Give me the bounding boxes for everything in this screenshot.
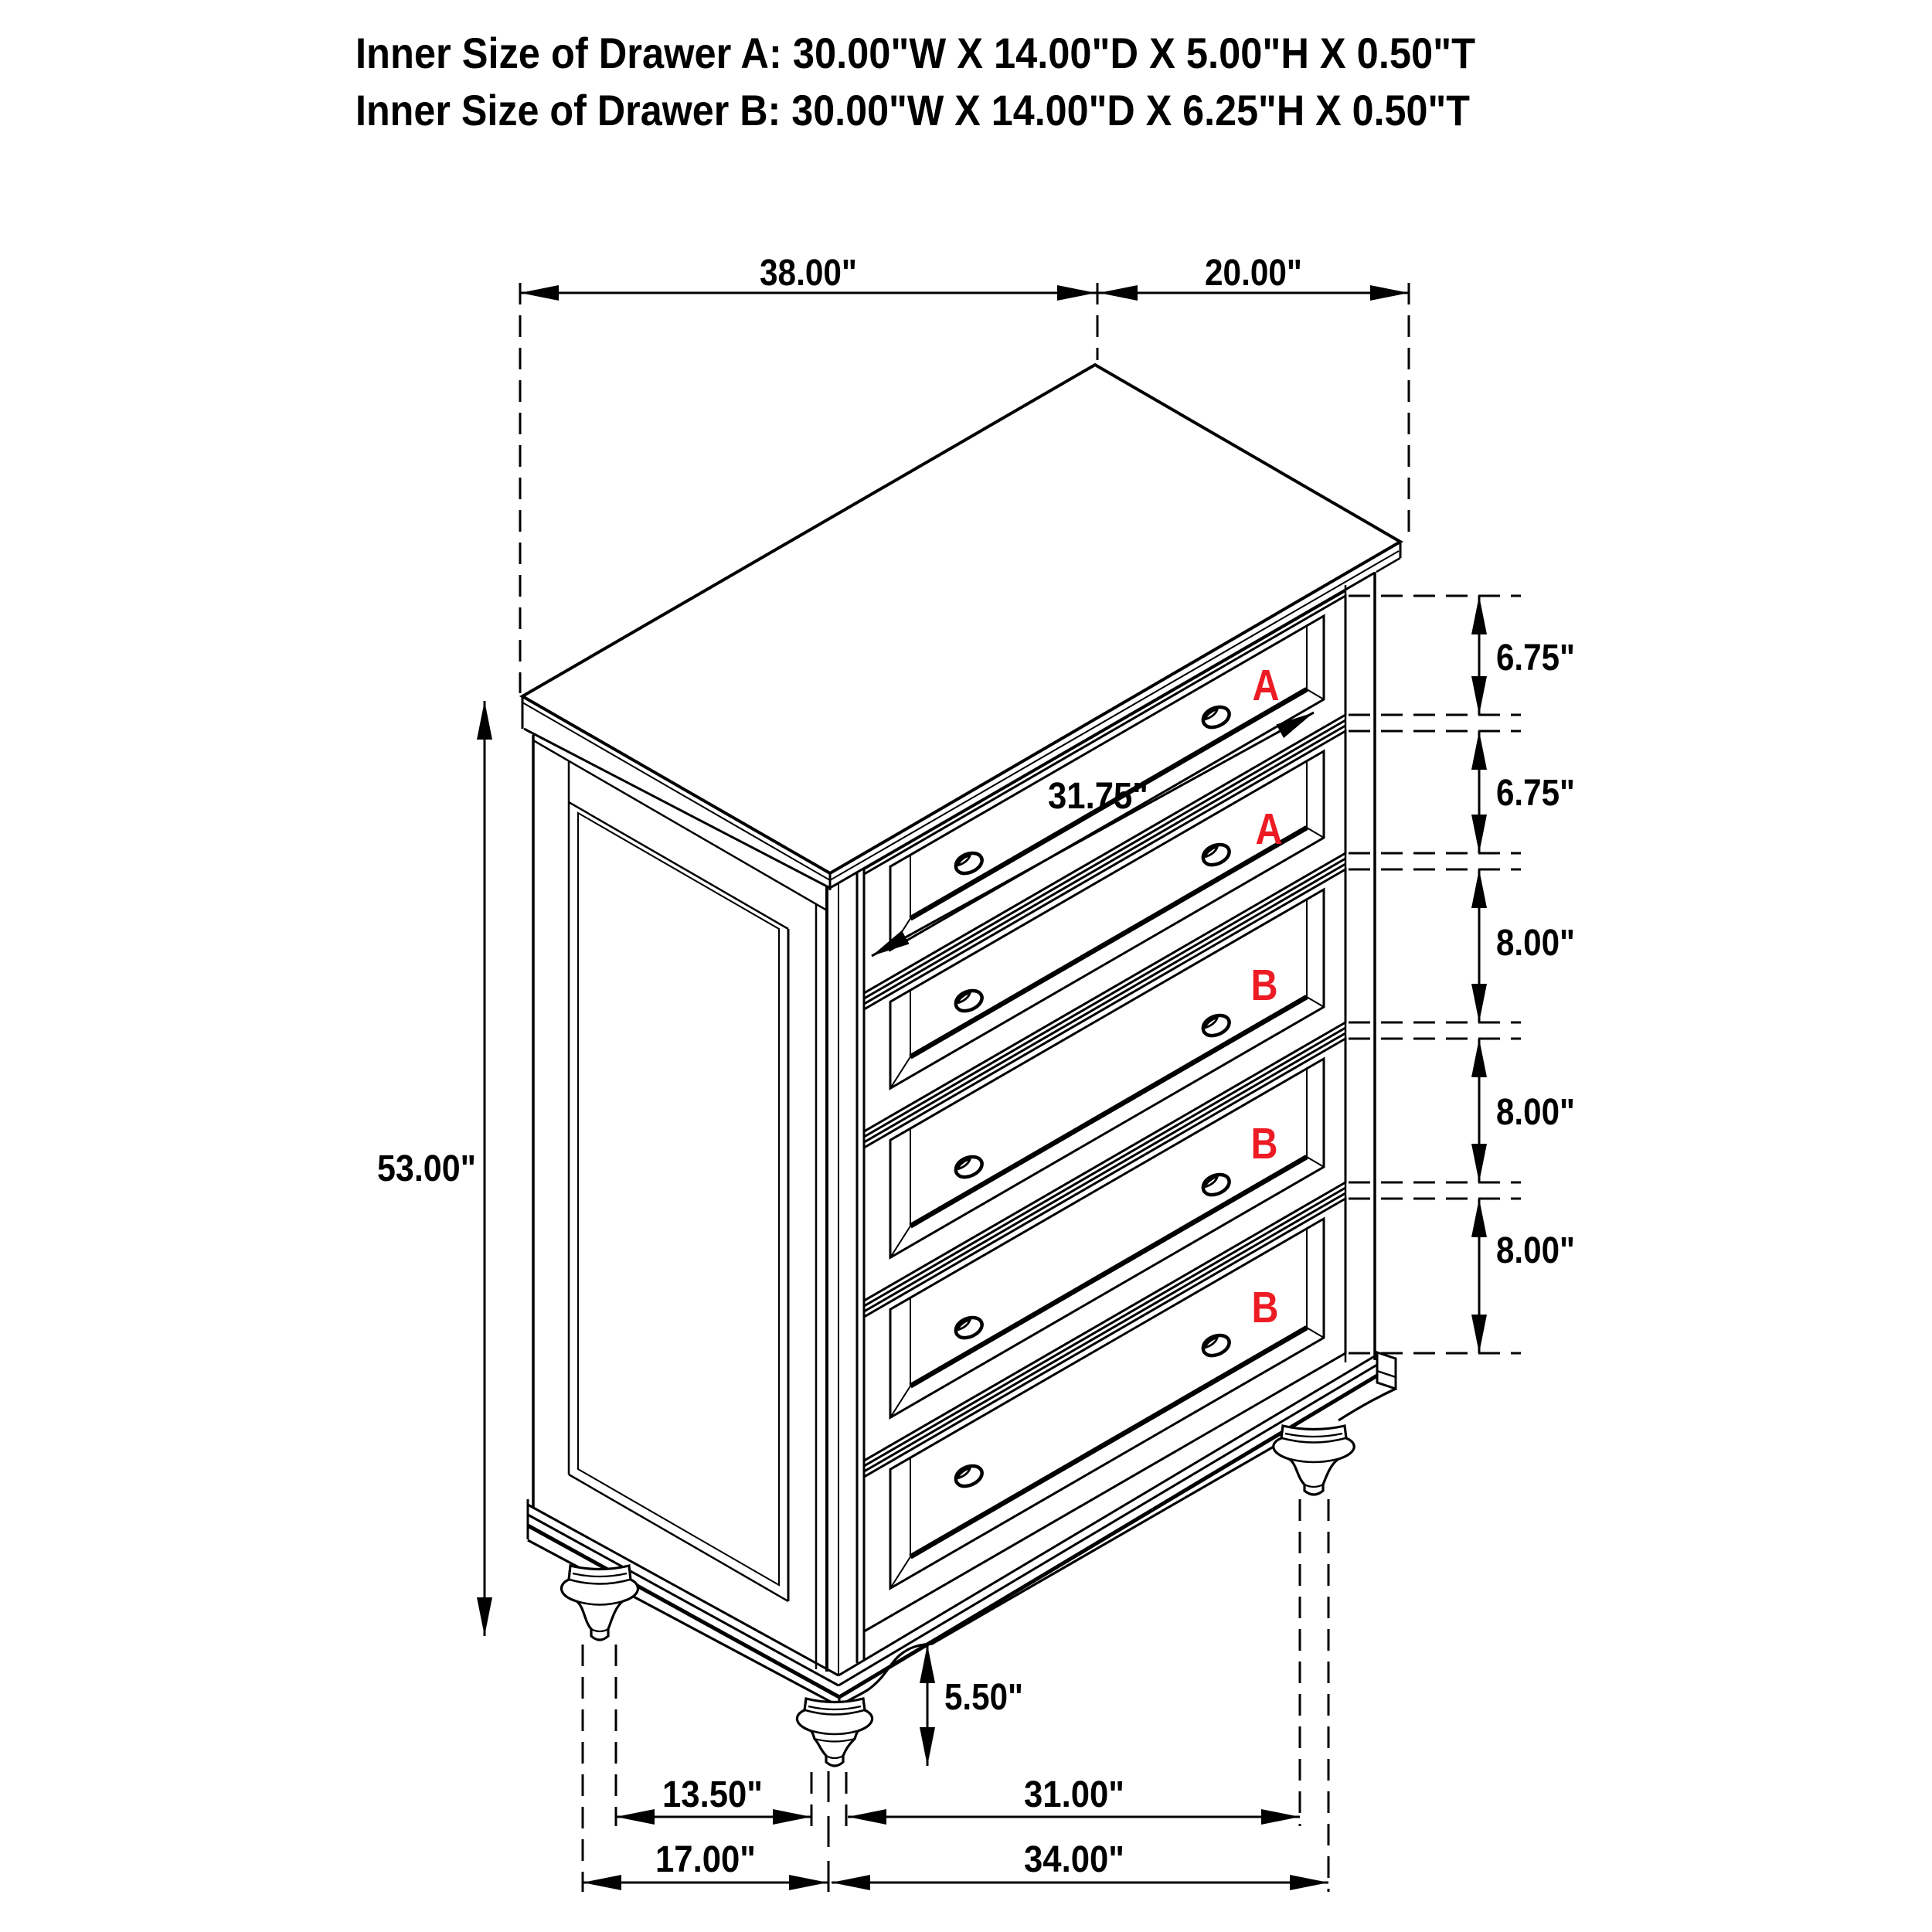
svg-text:38.00": 38.00" xyxy=(760,253,857,294)
svg-text:6.75": 6.75" xyxy=(1496,638,1575,679)
svg-text:Inner Size of Drawer B: 30.00": Inner Size of Drawer B: 30.00"W X 14.00"… xyxy=(355,86,1470,134)
svg-text:20.00": 20.00" xyxy=(1205,253,1302,294)
svg-text:34.00": 34.00" xyxy=(1024,1839,1124,1880)
svg-text:A: A xyxy=(1256,804,1283,854)
svg-text:8.00": 8.00" xyxy=(1496,1230,1575,1271)
svg-text:A: A xyxy=(1253,661,1280,710)
svg-text:31.75": 31.75" xyxy=(1048,776,1148,817)
svg-text:13.50": 13.50" xyxy=(662,1774,763,1815)
svg-text:8.00": 8.00" xyxy=(1496,1092,1575,1133)
svg-text:B: B xyxy=(1251,1119,1278,1168)
svg-text:53.00": 53.00" xyxy=(377,1148,476,1189)
svg-text:17.00": 17.00" xyxy=(655,1839,756,1880)
svg-text:B: B xyxy=(1251,961,1278,1010)
svg-text:8.00": 8.00" xyxy=(1496,923,1575,964)
svg-text:6.75": 6.75" xyxy=(1496,773,1575,814)
svg-text:31.00": 31.00" xyxy=(1024,1774,1124,1815)
svg-text:B: B xyxy=(1252,1283,1279,1332)
svg-text:Inner Size of Drawer A: 30.00": Inner Size of Drawer A: 30.00"W X 14.00"… xyxy=(355,29,1475,77)
svg-text:5.50": 5.50" xyxy=(944,1677,1023,1718)
